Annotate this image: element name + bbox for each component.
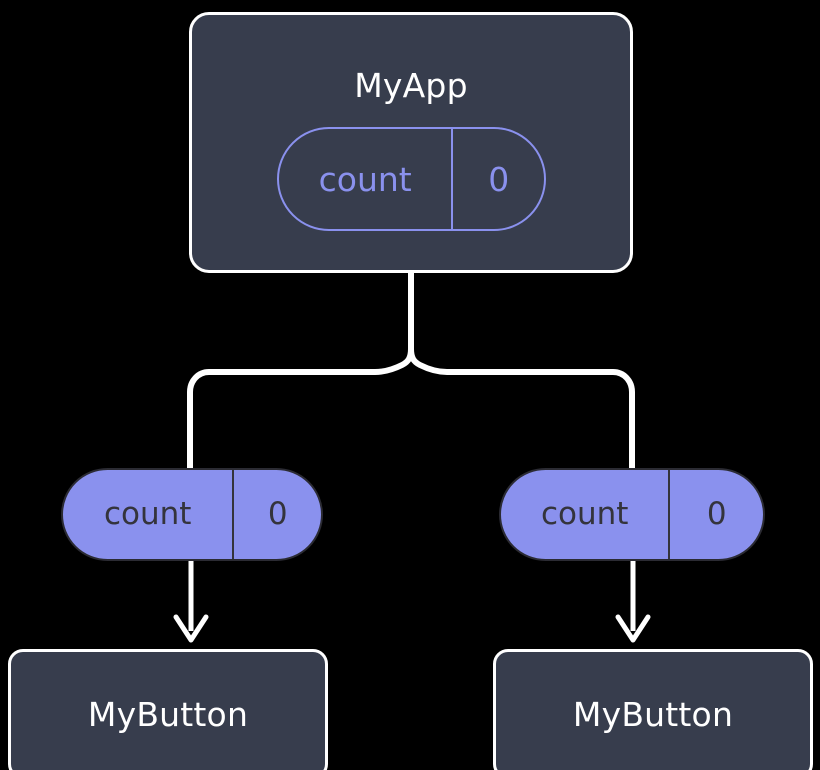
child-component-title-right: MyButton <box>572 694 734 734</box>
root-state-pill[interactable]: count 0 <box>277 127 546 231</box>
root-component-title: MyApp <box>354 66 468 105</box>
root-state-value: 0 <box>451 129 544 229</box>
left-prop-pill[interactable]: count 0 <box>61 468 323 561</box>
branch-connector-path <box>408 270 635 473</box>
root-state-key: count <box>318 159 412 199</box>
right-prop-pill[interactable]: count 0 <box>499 468 765 561</box>
child-component-box-right[interactable]: MyButton <box>493 649 813 770</box>
prop-arrow-head-right <box>615 614 651 643</box>
child-component-title-left: MyButton <box>87 694 249 734</box>
left-prop-key: count <box>103 496 192 532</box>
child-component-box-left[interactable]: MyButton <box>8 649 328 770</box>
left-prop-value: 0 <box>232 470 321 559</box>
prop-arrow-head-left <box>173 614 209 643</box>
right-prop-key: count <box>540 496 629 532</box>
branch-connector-path-left <box>187 346 414 473</box>
right-prop-value: 0 <box>668 470 763 559</box>
